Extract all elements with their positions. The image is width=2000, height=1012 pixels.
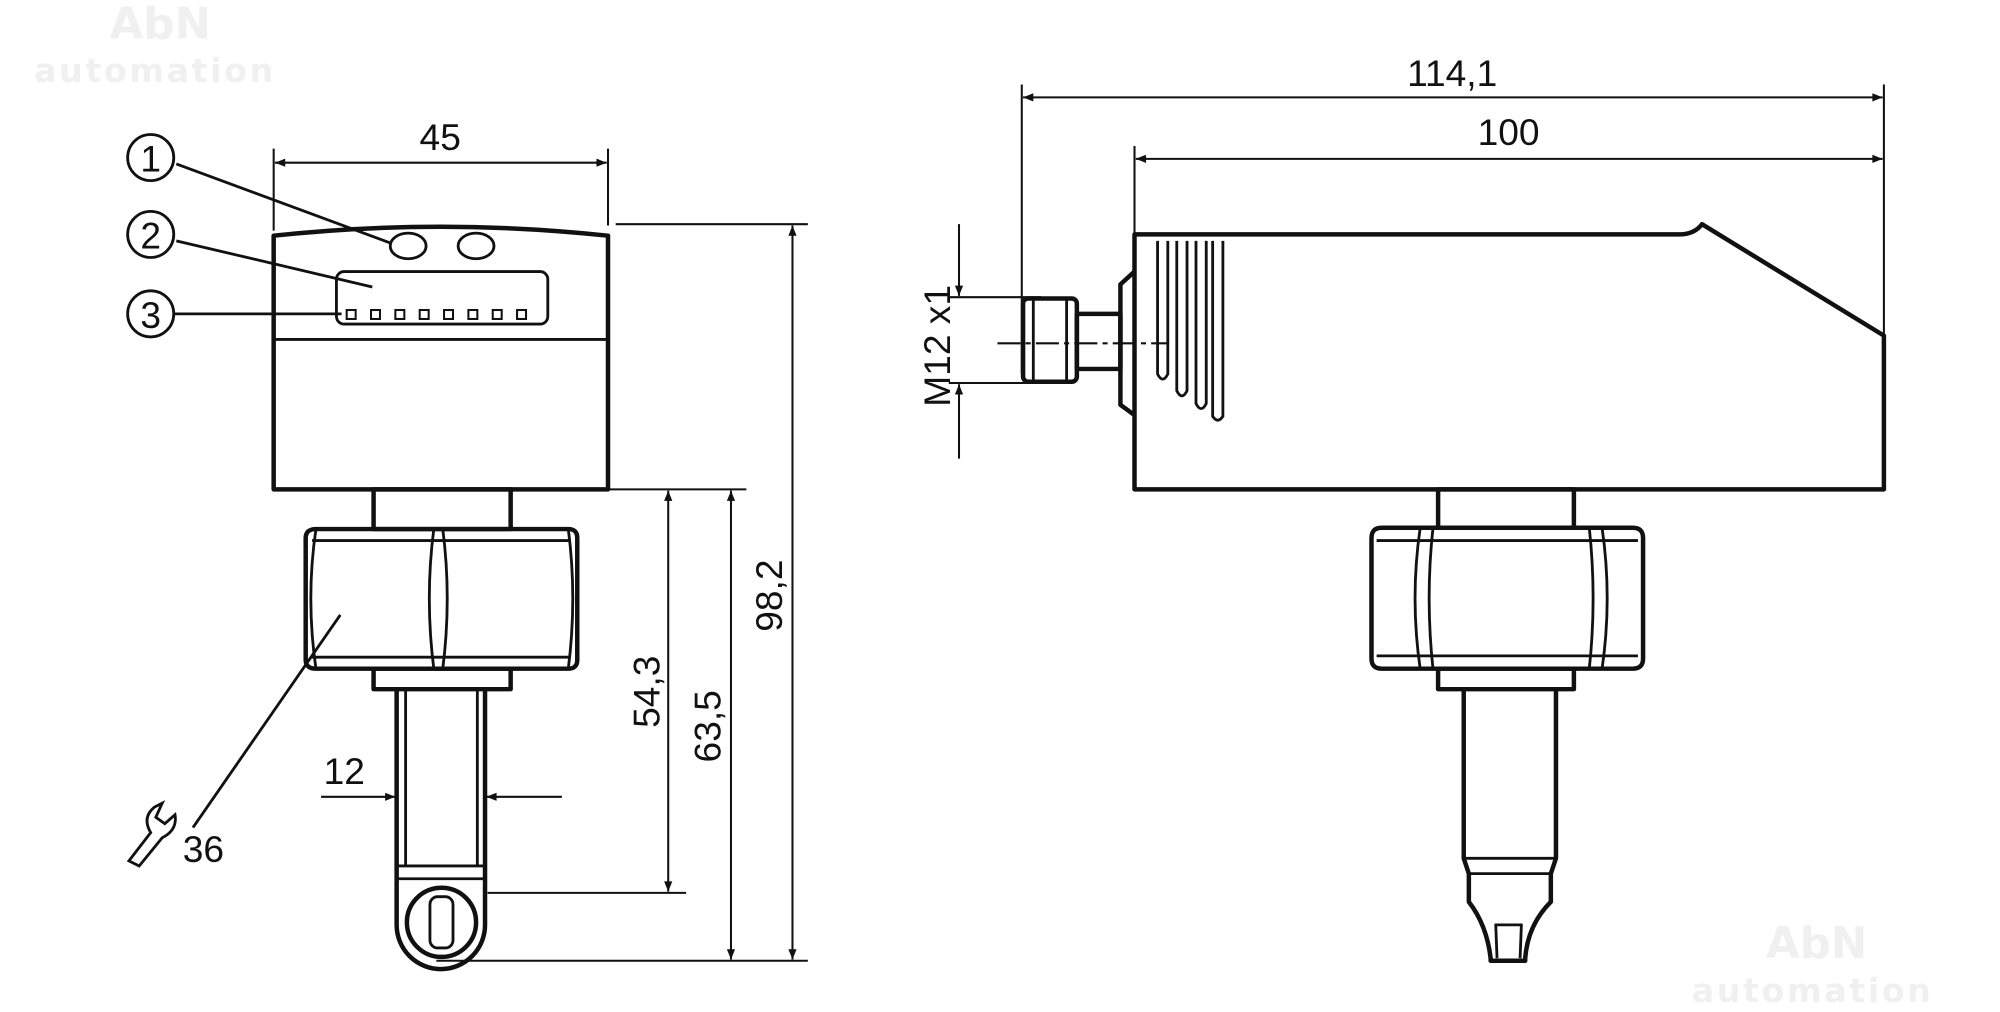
process-connection [303, 487, 580, 692]
dimension-label: 45 [420, 116, 461, 158]
callout-2: 2 [126, 209, 373, 289]
led-bar [345, 308, 528, 320]
callout-label: 3 [140, 294, 161, 336]
wrench-icon [126, 800, 177, 868]
led-indicator [388, 231, 428, 261]
dimension-length-100: 100 [1133, 111, 1883, 235]
cooling-fins [1156, 240, 1225, 422]
dimension-label: 114,1 [1407, 52, 1497, 94]
probe-side [1461, 689, 1559, 964]
dimension-height-63-5: 63,5 [687, 490, 736, 960]
sensor-housing [271, 224, 611, 492]
display [335, 270, 550, 326]
dimension-label: M12 x1 [916, 285, 958, 407]
dimension-total-height-98-2: 98,2 [748, 225, 797, 960]
dimension-label: 36 [183, 828, 224, 870]
watermark-top-left: AbN automation [34, 0, 276, 90]
sensor-body [1132, 221, 1887, 492]
callout-label: 2 [140, 215, 161, 257]
dimension-probe-diameter-12: 12 [321, 750, 562, 801]
m12-connector [997, 269, 1170, 417]
dimension-connector-m12x1: M12 x1 [916, 224, 1041, 459]
front-view: 45 1 2 [126, 116, 808, 972]
dimension-length-114-1: 114,1 [1020, 52, 1885, 490]
watermark-line2: automation [34, 51, 276, 90]
watermark-line1: AbN [110, 0, 211, 49]
dimension-label: 12 [324, 750, 365, 792]
dimension-height-54-3: 54,3 [625, 490, 673, 892]
dimension-label: 63,5 [687, 690, 729, 762]
led-indicator [456, 231, 496, 261]
process-connection-side [1369, 487, 1646, 692]
extension-lines [436, 223, 808, 962]
callout-label: 1 [140, 138, 161, 180]
dimension-label: 98,2 [748, 560, 790, 632]
probe [394, 689, 488, 972]
dimension-label: 100 [1478, 111, 1540, 153]
wrench-size-36: 36 [126, 614, 342, 870]
watermark-line1: AbN [1766, 919, 1867, 969]
side-view: 114,1 100 M12 x1 [916, 52, 1887, 964]
watermark-line2: automation [1692, 971, 1934, 1010]
dimension-width-45: 45 [272, 116, 610, 231]
callout-3: 3 [126, 289, 342, 339]
dimension-label: 54,3 [625, 656, 667, 728]
callout-1: 1 [126, 133, 393, 245]
watermark-bottom-right: AbN automation [1692, 919, 1934, 1010]
